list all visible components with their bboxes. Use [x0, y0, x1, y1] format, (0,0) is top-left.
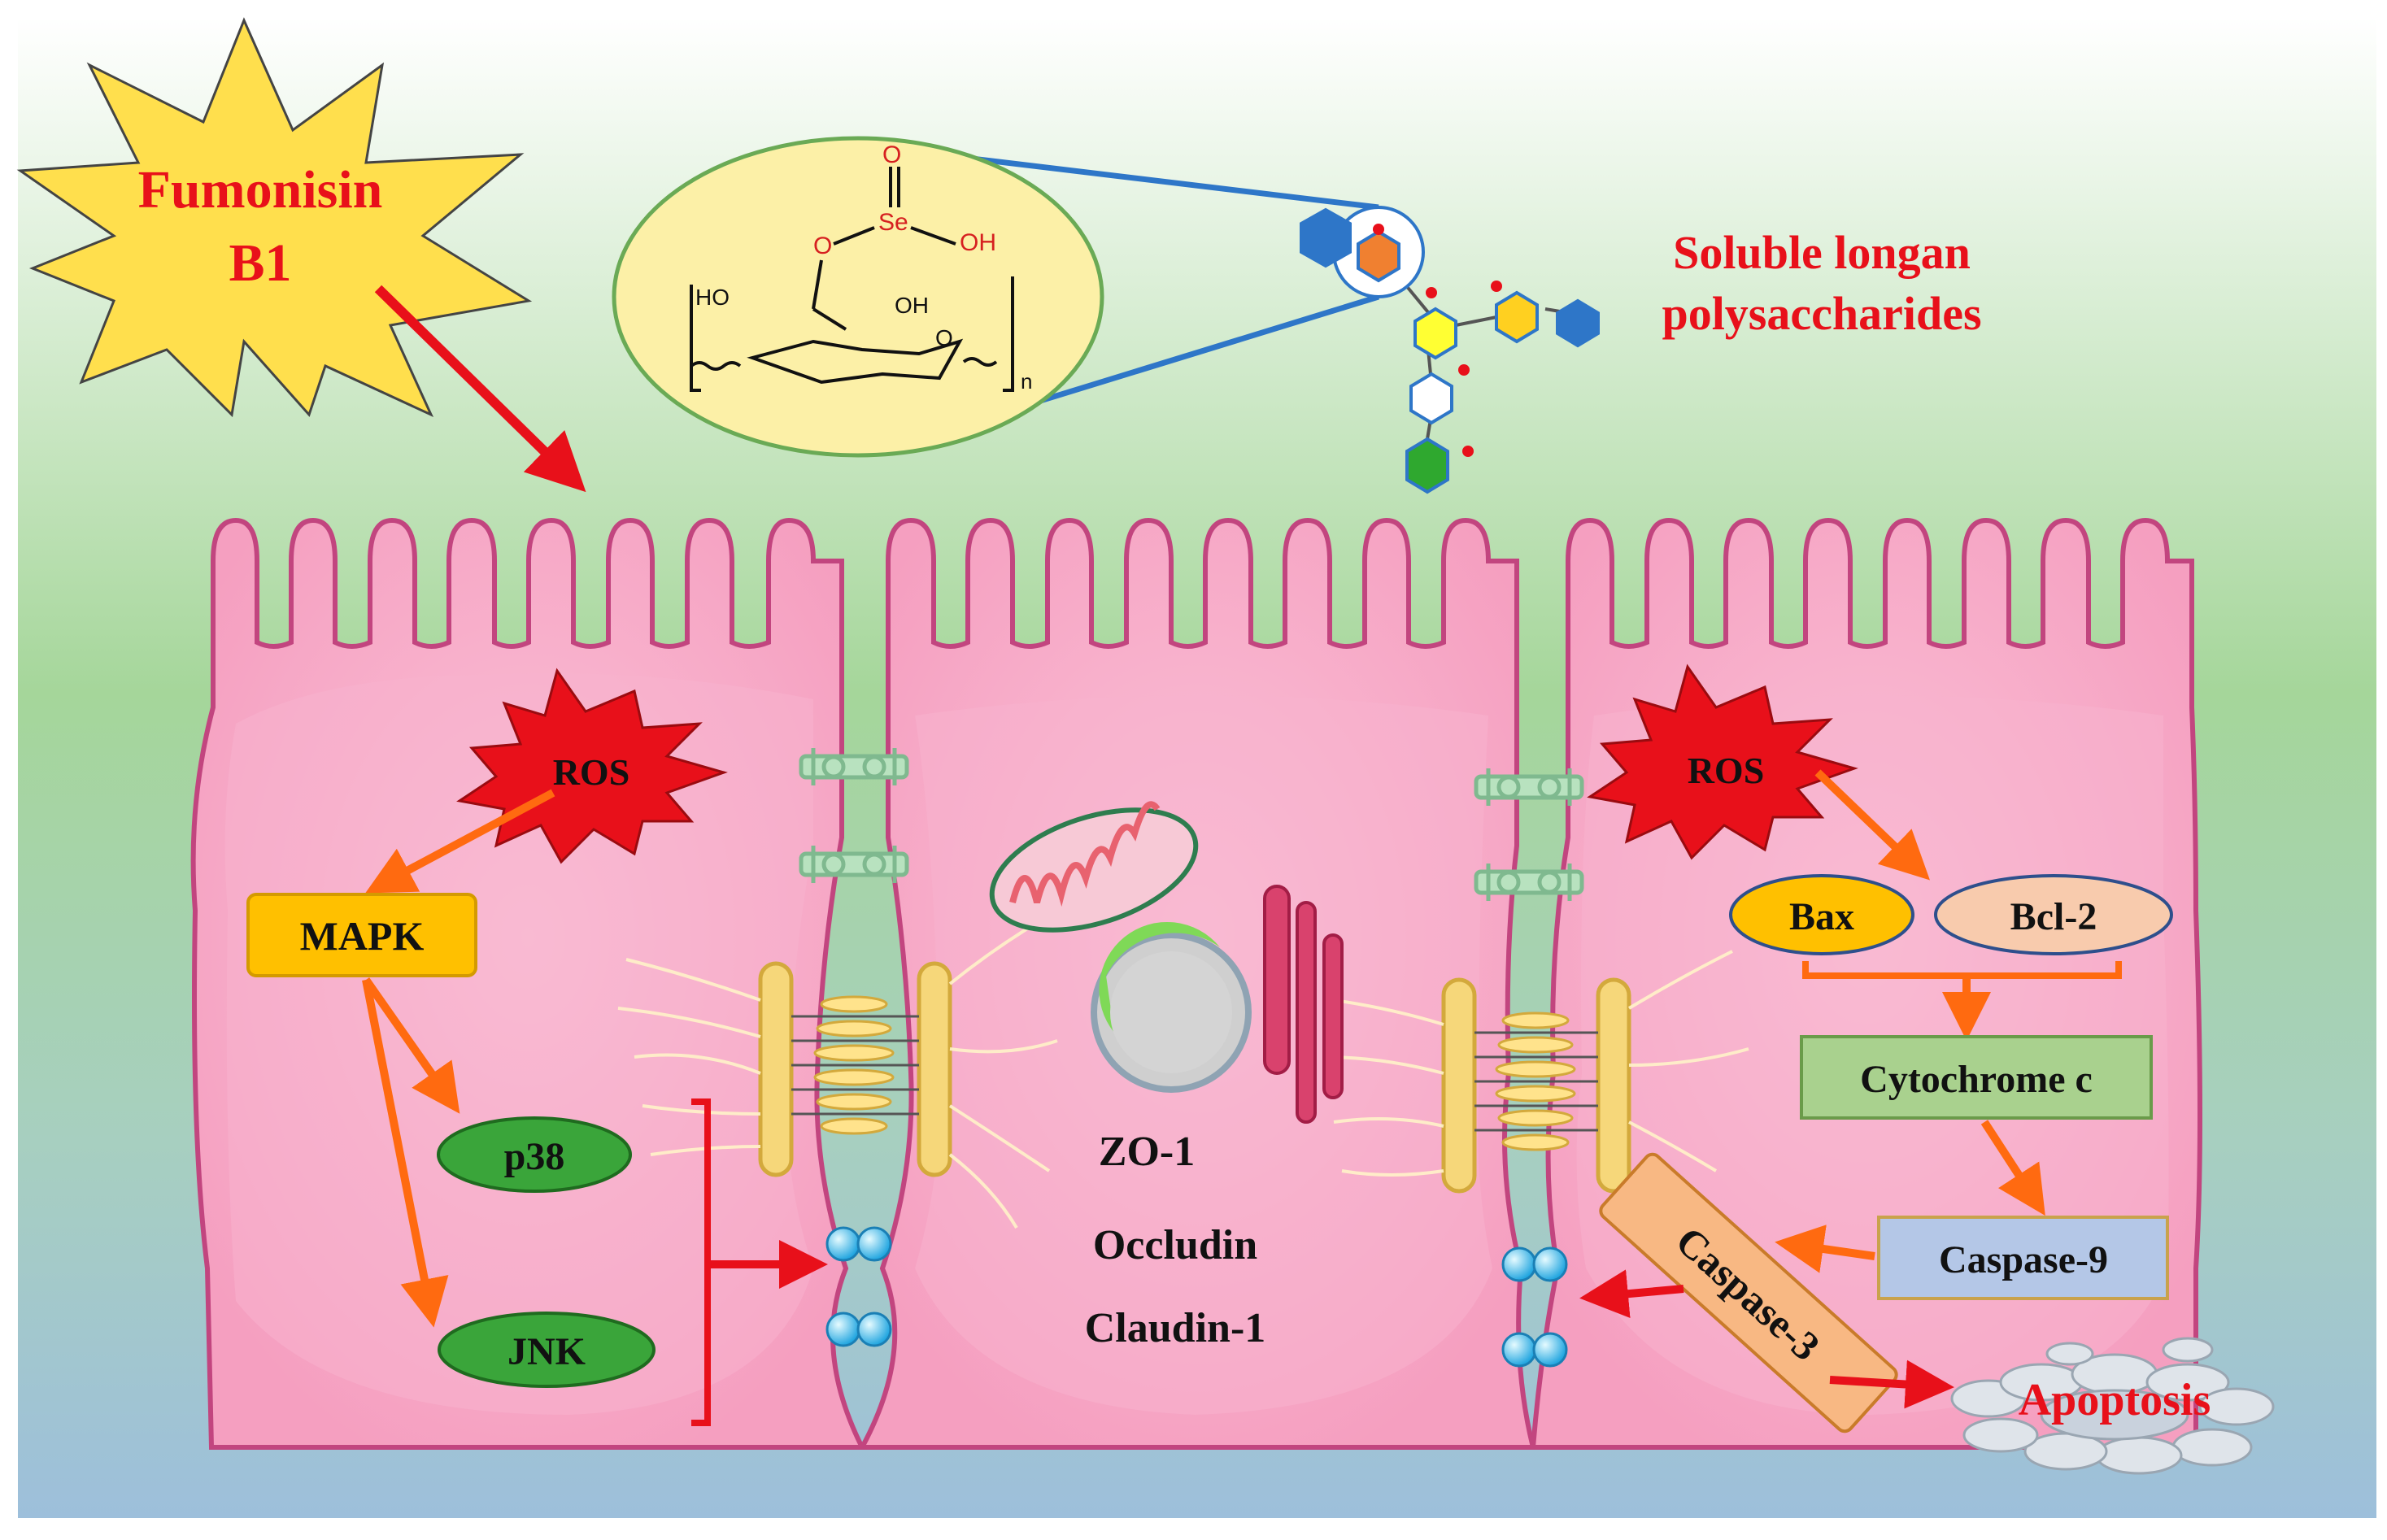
caspase9-label: Caspase-9 — [1939, 1238, 2108, 1281]
struct-oh-right: OH — [960, 229, 996, 256]
ros-burst-left: ROS — [456, 668, 728, 864]
tight-junction-strands-right — [1474, 768, 1584, 901]
bax-label: Bax — [1789, 895, 1854, 938]
mitochondrion — [989, 801, 1199, 933]
struct-o-ring: O — [935, 325, 953, 350]
struct-o-top: O — [882, 141, 901, 168]
p38-oval: p38 — [437, 1116, 632, 1193]
tight-junction-strands-left — [799, 748, 909, 883]
struct-o-left: O — [813, 233, 832, 259]
polysaccharide-label-line1: Soluble longan — [1673, 226, 1971, 279]
apoptosis-label: Apoptosis — [2019, 1375, 2211, 1425]
cytochrome-box: Cytochrome c — [1800, 1035, 2153, 1120]
bax-bcl2-bracket — [1802, 961, 2122, 979]
zo1-label: ZO-1 — [1099, 1129, 1195, 1175]
cytochrome-to-caspase9-arrow — [1980, 1120, 2045, 1216]
fumonisin-to-cell-arrow — [374, 285, 586, 493]
right-cell — [1530, 517, 2202, 1450]
polysaccharide-label-line2: polysaccharides — [1662, 287, 1981, 340]
jnk-label: JNK — [507, 1330, 586, 1373]
ros-to-bcl2-arrow — [1814, 769, 1930, 881]
endoplasmic-reticulum — [1263, 885, 1344, 1124]
bax-oval: Bax — [1729, 874, 1914, 955]
claudin-label: Claudin-1 — [1085, 1305, 1266, 1351]
p38-label: p38 — [504, 1135, 565, 1178]
junction-right — [1441, 768, 1631, 1368]
junction-left — [758, 748, 952, 1347]
bcl2-label: Bcl-2 — [2010, 895, 2097, 938]
desmosome-left — [758, 961, 952, 1177]
bcl2-oval: Bcl-2 — [1934, 874, 2173, 955]
struct-oh-ring: OH — [895, 293, 929, 318]
desmosome-right — [1441, 977, 1631, 1194]
ros-to-mapk-arrow — [365, 789, 555, 894]
mapk-label: MAPK — [300, 913, 425, 959]
nucleus — [1091, 921, 1252, 1093]
gap-junction-left — [825, 1226, 892, 1347]
ros-right-label: ROS — [1688, 750, 1765, 791]
caspase3-to-junction-arrow — [1579, 1269, 1684, 1319]
molecular-structure: O Se OH O HO OH O n — [612, 136, 1104, 458]
ros-burst-right: ROS — [1587, 663, 1858, 860]
struct-n: n — [1021, 369, 1032, 394]
mapk-to-p38-arrow — [362, 977, 460, 1114]
jnk-oval: JNK — [438, 1312, 656, 1388]
cytoskeleton-filaments — [617, 909, 1749, 1229]
gap-junction-right — [1501, 1246, 1568, 1368]
struct-se: Se — [878, 209, 908, 236]
polysaccharide-chain — [1300, 206, 1600, 494]
ros-left-label: ROS — [553, 751, 630, 793]
caspase3-to-apoptosis-arrow — [1829, 1359, 1954, 1409]
cytochrome-label: Cytochrome c — [1860, 1058, 2093, 1101]
struct-ho: HO — [695, 285, 730, 310]
zoom-line-bottom — [1007, 294, 1380, 414]
occludin-label: Occludin — [1093, 1222, 1257, 1268]
apoptosis-blebs — [1950, 1337, 2275, 1475]
mapk-box: MAPK — [246, 893, 477, 977]
fumonisin-label-line2: B1 — [229, 233, 291, 293]
caspase9-to-caspase3-arrow — [1775, 1225, 1875, 1273]
fumonisin-label-line1: Fumonisin — [138, 160, 383, 220]
mapk-to-jnk-arrow — [362, 979, 449, 1328]
caspase9-box: Caspase-9 — [1877, 1216, 2169, 1300]
